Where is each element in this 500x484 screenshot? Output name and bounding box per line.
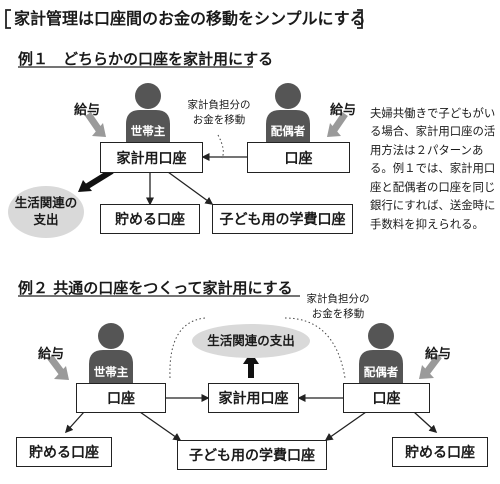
savings-account-box-left-2: 貯める口座 (16, 437, 112, 467)
living-expense-ellipse-2: 生活関連の支出 (192, 324, 310, 358)
savings-account-box-right-2: 貯める口座 (392, 437, 488, 467)
arrow-household-to-living-1 (84, 168, 114, 190)
person-silhouette-main-1 (126, 83, 170, 142)
salary-arrow-spouse-1 (331, 112, 348, 132)
person-silhouette-spouse-1 (266, 83, 310, 142)
person-label-main-1: 世帯主 (130, 124, 166, 138)
arrow-to-savings-right-2 (413, 411, 438, 434)
transfer-dotted-line-1 (217, 134, 224, 159)
spouse-account-box-2: 口座 (343, 383, 430, 413)
living-expense-ellipse-1: 生活関連の 支出 (8, 186, 84, 238)
living-expense-1-line2: 支出 (33, 212, 59, 227)
person-silhouette-main-2 (89, 323, 133, 383)
person-silhouette-spouse-2 (359, 323, 403, 383)
household-account-box-1: 家計用口座 (100, 142, 203, 173)
transfer-note-2: 家計負担分の お金を移動 (296, 292, 380, 322)
salary-label-spouse-1: 給与 (330, 103, 357, 118)
education-account-box-1: 子ども用の学費口座 (212, 204, 353, 234)
salary-label-main-2: 給与 (38, 347, 65, 362)
household-account-box-2: 家計用口座 (208, 383, 299, 413)
salary-arrow-main-2 (47, 354, 65, 376)
arrow-to-education-from-main-2 (139, 411, 182, 441)
transfer-dotted-line-2a (169, 317, 206, 379)
title-bracket-left (5, 9, 11, 29)
transfer-note-1-line2: お金を移動 (192, 114, 246, 127)
living-expense-1-line1: 生活関連の (14, 195, 78, 211)
person-label-spouse-1: 配偶者 (270, 124, 306, 138)
spouse-account-box-1: 口座 (247, 142, 350, 173)
side-explanation-text: 夫婦共働きで子どもがいる場合、家計用口座の活用方法は２パターンある。例１では、家… (370, 106, 496, 231)
example2-heading: 例２ 共通の口座をつくって家計用にする (18, 279, 293, 297)
title-bracket-right (357, 9, 363, 29)
arrow-to-savings-left-2 (64, 411, 85, 434)
main-account-box-2: 口座 (76, 383, 166, 413)
arrow-to-education-1 (167, 171, 214, 205)
transfer-note-1: 家計負担分の お金を移動 (178, 98, 260, 128)
person-label-main-2: 世帯主 (93, 365, 129, 379)
salary-label-spouse-2: 給与 (425, 347, 452, 362)
person-label-spouse-2: 配偶者 (363, 365, 399, 379)
education-account-box-2: 子ども用の学費口座 (177, 440, 327, 470)
savings-account-box-1: 貯める口座 (100, 204, 200, 234)
transfer-note-1-line1: 家計負担分の (187, 99, 251, 111)
transfer-note-2-line1: 家計負担分の (306, 293, 370, 305)
example1-heading: 例１ どちらかの口座を家計用にする (18, 50, 274, 68)
arrow-to-education-from-spouse-2 (324, 411, 367, 441)
page-title: 家計管理は口座間のお金の移動をシンプルにする (14, 9, 366, 28)
salary-arrow-main-1 (85, 112, 102, 132)
salary-arrow-spouse-2 (424, 353, 442, 375)
salary-label-main-1: 給与 (74, 103, 101, 118)
transfer-note-2-line2: お金を移動 (311, 308, 365, 321)
